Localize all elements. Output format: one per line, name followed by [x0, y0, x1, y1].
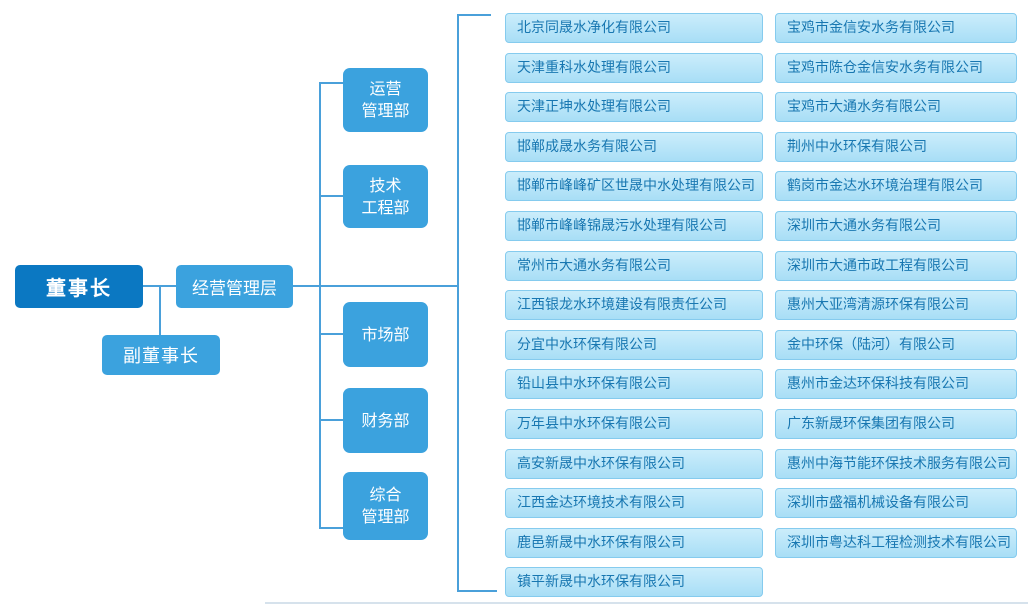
company-box: 深圳市大通市政工程有限公司	[775, 250, 1017, 281]
company-box: 邯郸成晟水务有限公司	[505, 131, 763, 162]
company-box: 邯郸市峰峰矿区世晟中水处理有限公司	[505, 171, 763, 202]
company-box: 惠州大亚湾清源环保有限公司	[775, 290, 1017, 321]
connector-management-trunks	[293, 285, 459, 287]
company-box: 铅山县中水环保有限公司	[505, 369, 763, 400]
company-box: 深圳市粤达科工程检测技术有限公司	[775, 527, 1017, 558]
company-box: 宝鸡市大通水务有限公司	[775, 92, 1017, 123]
department-node-marketing: 市场部	[343, 302, 428, 367]
department-node-general: 综合 管理部	[343, 472, 428, 540]
company-box: 镇平新晟中水环保有限公司	[505, 567, 763, 598]
connector-stub-marketing	[321, 333, 343, 335]
connector-department-trunk	[319, 82, 321, 529]
department-node-finance: 财务部	[343, 388, 428, 453]
connector-vice-chairman-drop	[159, 285, 161, 336]
company-box: 高安新晟中水环保有限公司	[505, 448, 763, 479]
company-box: 深圳市盛福机械设备有限公司	[775, 488, 1017, 519]
company-box: 江西金达环境技术有限公司	[505, 488, 763, 519]
company-box: 惠州市金达环保科技有限公司	[775, 369, 1017, 400]
company-box: 深圳市大通水务有限公司	[775, 210, 1017, 241]
company-box: 天津正坤水处理有限公司	[505, 92, 763, 123]
department-node-operations: 运营 管理部	[343, 68, 428, 132]
company-box: 分宜中水环保有限公司	[505, 329, 763, 360]
connector-subsidiaries-top-stub	[459, 14, 491, 16]
company-box: 惠州中海节能环保技术服务有限公司	[775, 448, 1017, 479]
company-box: 天津重科水处理有限公司	[505, 52, 763, 83]
company-box: 邯郸市峰峰锦晟污水处理有限公司	[505, 210, 763, 241]
company-box: 广东新晟环保集团有限公司	[775, 408, 1017, 439]
bottom-divider-line	[265, 602, 1028, 604]
connector-stub-finance	[321, 419, 343, 421]
department-node-engineering: 技术 工程部	[343, 165, 428, 228]
company-box: 鹿邑新晟中水环保有限公司	[505, 527, 763, 558]
company-box: 北京同晟水净化有限公司	[505, 13, 763, 43]
connector-subsidiaries-bottom-stub	[459, 590, 497, 592]
subsidiary-column-left: 北京同晟水净化有限公司天津重科水处理有限公司天津正坤水处理有限公司邯郸成晟水务有…	[505, 13, 763, 598]
subsidiary-column-right: 宝鸡市金信安水务有限公司宝鸡市陈仓金信安水务有限公司宝鸡市大通水务有限公司荆州中…	[775, 13, 1017, 558]
company-box: 宝鸡市金信安水务有限公司	[775, 13, 1017, 43]
company-box: 常州市大通水务有限公司	[505, 250, 763, 281]
connector-subsidiaries-trunk	[457, 14, 459, 592]
company-box: 鹤岗市金达水环境治理有限公司	[775, 171, 1017, 202]
chairman-node: 董事长	[15, 265, 143, 308]
management-layer-node: 经营管理层	[176, 265, 293, 308]
connector-stub-engineering	[321, 195, 343, 197]
connector-stub-general	[321, 527, 343, 529]
company-box: 金中环保（陆河）有限公司	[775, 329, 1017, 360]
connector-stub-operations	[321, 82, 343, 84]
company-box: 江西银龙水环境建设有限责任公司	[505, 290, 763, 321]
company-box: 宝鸡市陈仓金信安水务有限公司	[775, 52, 1017, 83]
company-box: 荆州中水环保有限公司	[775, 131, 1017, 162]
company-box: 万年县中水环保有限公司	[505, 408, 763, 439]
vice-chairman-node: 副董事长	[102, 335, 220, 375]
